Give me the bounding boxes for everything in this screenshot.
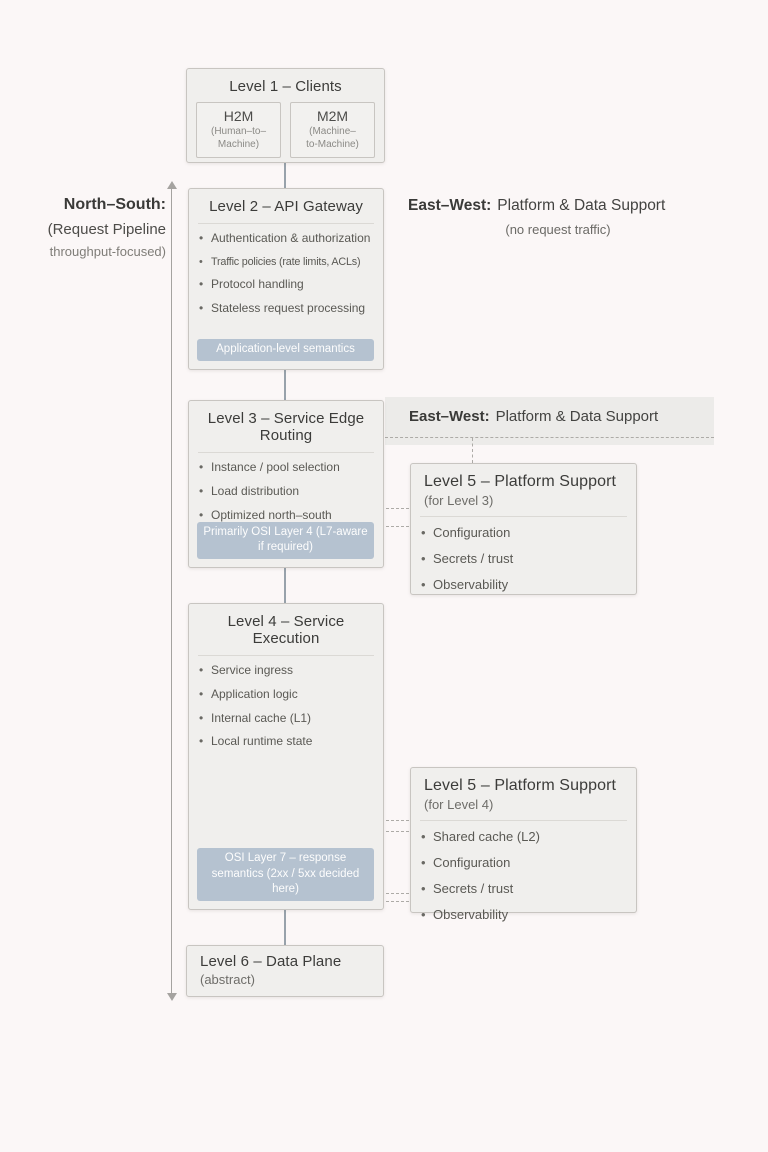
level5a-subtitle: (for Level 3)	[424, 493, 494, 508]
east-west-header: East–West: Platform & Data Support (no re…	[408, 197, 708, 237]
dashed-connector-band-level5a	[472, 438, 473, 463]
m2m-box: M2M (Machine– to-Machine)	[290, 102, 375, 158]
level5a-bullet-list: Configuration Secrets / trust Observabil…	[411, 524, 636, 594]
m2m-caption-line2: to-Machine)	[306, 138, 359, 150]
dashed-connector-level3-level5a	[386, 508, 409, 509]
level2-bullet-list: Authentication & authorization Traffic p…	[189, 231, 383, 317]
level6-subtitle: (abstract)	[200, 972, 255, 987]
level5a-bullet: Configuration	[421, 524, 628, 541]
north-south-line2: (Request Pipeline	[47, 221, 166, 238]
level3-title: Level 3 – Service Edge Routing	[207, 410, 365, 444]
m2m-caption: (Machine– to-Machine)	[293, 126, 372, 151]
level5b-box: Level 5 – Platform Support (for Level 4)…	[410, 767, 637, 924]
level6-box: Level 6 – Data Plane (abstract)	[186, 945, 384, 997]
east-west-band-rest: Platform & Data Support	[495, 408, 659, 425]
level4-badge: OSI Layer 7 – response semantics (2xx / …	[197, 848, 374, 901]
level4-bullet: Application logic	[199, 687, 375, 703]
east-west-header-title: East–West:	[408, 197, 492, 214]
level5b-bullet: Shared cache (L2)	[421, 828, 628, 845]
level4-bullet: Service ingress	[199, 663, 375, 679]
level5a-title: Level 5 – Platform Support	[424, 473, 617, 490]
level5a-bullet: Secrets / trust	[421, 550, 628, 567]
level4-bullet: Local runtime state	[199, 734, 375, 750]
level5b-bullet: Configuration	[421, 854, 628, 871]
level2-separator	[198, 223, 374, 224]
east-west-header-subtitle: (no request traffic)	[505, 222, 611, 237]
level5a-box: Level 5 – Platform Support (for Level 3)…	[410, 463, 637, 595]
north-south-line3: throughput-focused)	[49, 244, 166, 259]
level2-bullet: Stateless request processing	[199, 301, 375, 317]
dashed-connector-level3-level5a	[386, 526, 409, 527]
level5b-separator	[420, 820, 627, 821]
h2m-caption-line2: Machine)	[217, 138, 260, 150]
east-west-header-line: East–West: Platform & Data Support	[408, 197, 708, 215]
axis-arrowhead-up-icon	[167, 181, 177, 189]
level5b-title: Level 5 – Platform Support	[424, 777, 617, 794]
connector-level1-level2	[284, 163, 286, 188]
east-west-header-rest: Platform & Data Support	[497, 197, 666, 214]
east-west-band-title: East–West:	[409, 408, 490, 425]
level1-title: Level 1 – Clients	[229, 78, 342, 95]
connector-level3-level4	[284, 568, 286, 603]
level3-separator	[198, 452, 374, 453]
m2m-caption-line1: (Machine–	[309, 126, 356, 137]
m2m-abbr: M2M	[316, 108, 349, 124]
h2m-abbr: H2M	[223, 108, 254, 124]
level3-box: Level 3 – Service Edge Routing Instance …	[188, 400, 384, 568]
level2-bullet: Protocol handling	[199, 277, 375, 293]
h2m-caption: (Human–to– Machine)	[199, 126, 278, 151]
east-west-band-dashed-line	[385, 437, 714, 438]
level3-bullet: Load distribution	[199, 484, 375, 500]
level5a-separator	[420, 516, 627, 517]
axis-arrowhead-down-icon	[167, 993, 177, 1001]
level4-box: Level 4 – Service Execution Service ingr…	[188, 603, 384, 910]
east-west-band-line: East–West: Platform & Data Support	[385, 397, 714, 425]
north-south-label: North–South: (Request Pipeline throughpu…	[0, 196, 166, 259]
level4-bullet-list: Service ingress Application logic Intern…	[189, 663, 383, 750]
connector-level2-level3	[284, 370, 286, 400]
level2-bullet: Traffic policies (rate limits, ACLs)	[199, 255, 375, 270]
level1-box: Level 1 – Clients H2M (Human–to– Machine…	[186, 68, 385, 163]
dashed-connector-level4-level5b	[386, 901, 409, 902]
h2m-caption-line1: (Human–to–	[210, 126, 267, 137]
level2-badge: Application-level semantics	[197, 339, 374, 361]
level6-title: Level 6 – Data Plane	[200, 953, 342, 970]
level4-bullet: Internal cache (L1)	[199, 711, 375, 727]
dashed-connector-level4-level5b	[386, 831, 409, 832]
h2m-box: H2M (Human–to– Machine)	[196, 102, 281, 158]
north-south-title: North–South:	[63, 196, 166, 213]
level5b-bullet-list: Shared cache (L2) Configuration Secrets …	[411, 828, 636, 924]
level2-box: Level 2 – API Gateway Authentication & a…	[188, 188, 384, 370]
level5b-bullet: Observability	[421, 906, 628, 923]
level4-separator	[198, 655, 374, 656]
level4-title: Level 4 – Service Execution	[227, 613, 345, 647]
dashed-connector-level4-level5b	[386, 893, 409, 894]
level5a-bullet: Observability	[421, 576, 628, 593]
connector-level4-level6	[284, 910, 286, 945]
north-south-axis-line	[171, 188, 172, 994]
level3-bullet: Instance / pool selection	[199, 460, 375, 476]
level3-badge: Primarily OSI Layer 4 (L7-aware if requi…	[197, 521, 374, 559]
level2-title: Level 2 – API Gateway	[209, 198, 363, 215]
dashed-connector-level4-level5b	[386, 820, 409, 821]
level5b-bullet: Secrets / trust	[421, 880, 628, 897]
level2-bullet: Authentication & authorization	[199, 231, 375, 247]
level1-client-row: H2M (Human–to– Machine) M2M (Machine– to…	[187, 95, 384, 158]
level5b-subtitle: (for Level 4)	[424, 797, 494, 812]
